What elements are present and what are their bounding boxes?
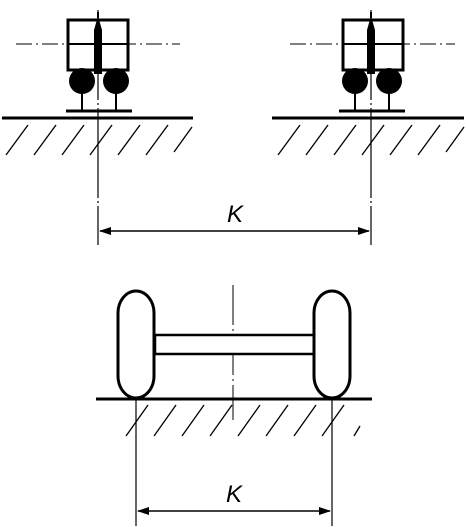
right-outer-tire [376, 68, 402, 94]
axle-ground-hatching [125, 404, 361, 437]
left-ground-hatching [5, 124, 193, 156]
left-wheel [116, 289, 156, 400]
bottom-track-dimension: K [135, 400, 333, 526]
right-wheel [312, 289, 352, 400]
axle-front-view [96, 285, 372, 437]
left-inner-tire [69, 68, 95, 94]
right-dual-wheel-assembly [272, 12, 465, 156]
right-inner-tire [342, 68, 368, 94]
left-outer-tire [103, 68, 129, 94]
right-ground-hatching [277, 124, 465, 156]
axle-beam [153, 333, 317, 356]
bottom-dimension-label: K [226, 481, 243, 508]
top-dimension-label: K [227, 201, 244, 228]
top-track-dimension: K [97, 10, 372, 245]
